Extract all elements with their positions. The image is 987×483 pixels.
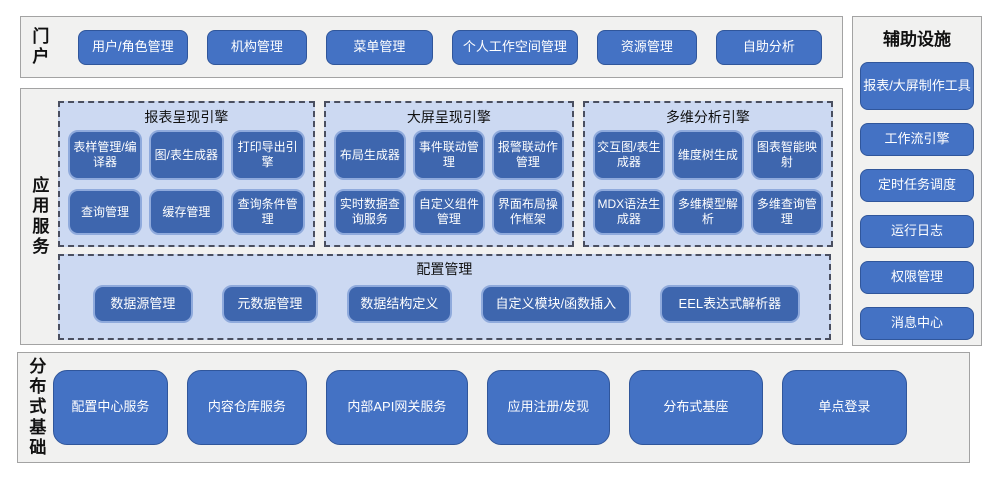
portal-button-self-service-analysis[interactable]: 自助分析	[715, 29, 822, 65]
config-mgmt-group: 配置管理 数据源管理 元数据管理 数据结构定义 自定义模块/函数插入 EEL表达…	[57, 254, 831, 340]
auxiliary-button-workflow-engine[interactable]: 工作流引擎	[860, 123, 974, 156]
auxiliary-button-scheduled-task-dispatch[interactable]: 定时任务调度	[860, 169, 974, 202]
portal-section-label: 门户	[32, 26, 50, 66]
portal-button-personal-workspace-mgmt[interactable]: 个人工作空间管理	[451, 29, 578, 65]
engine-groups-row: 报表呈现引擎 表样管理/编译器 图/表生成器 打印导出引擎 查询管理 缓存管理 …	[57, 101, 842, 247]
multidim-engine-button-chart-smart-mapping[interactable]: 图表智能映射	[750, 130, 823, 180]
foundation-button-distributed-base[interactable]: 分布式基座	[628, 370, 763, 445]
bigscreen-engine-button-custom-component-mgmt[interactable]: 自定义组件管理	[412, 189, 485, 235]
foundation-button-content-repository-service[interactable]: 内容仓库服务	[186, 370, 307, 445]
report-engine-grid: 表样管理/编译器 图/表生成器 打印导出引擎 查询管理 缓存管理 查询条件管理	[60, 130, 313, 235]
app-services-section: 应用服务 报表呈现引擎 表样管理/编译器 图/表生成器 打印导出引擎 查询管理 …	[20, 88, 843, 345]
report-engine-button-query-mgmt[interactable]: 查询管理	[67, 189, 143, 235]
config-button-custom-module-function-insert[interactable]: 自定义模块/函数插入	[480, 285, 631, 323]
report-engine-button-template-mgmt-compiler[interactable]: 表样管理/编译器	[67, 130, 143, 180]
report-engine-button-print-export-engine[interactable]: 打印导出引擎	[230, 130, 305, 180]
multidim-engine-title: 多维分析引擎	[665, 109, 750, 125]
auxiliary-button-message-center[interactable]: 消息中心	[860, 307, 974, 340]
auxiliary-button-permission-mgmt[interactable]: 权限管理	[860, 261, 974, 294]
report-engine-button-query-condition-mgmt[interactable]: 查询条件管理	[230, 189, 305, 235]
bigscreen-engine-button-ui-layout-framework[interactable]: 界面布局操作框架	[491, 189, 564, 235]
foundation-section-label: 分布式基础	[29, 357, 47, 457]
bigscreen-engine-button-layout-generator[interactable]: 布局生成器	[333, 130, 406, 180]
config-mgmt-row: 数据源管理 元数据管理 数据结构定义 自定义模块/函数插入 EEL表达式解析器	[92, 285, 829, 323]
app-services-content: 报表呈现引擎 表样管理/编译器 图/表生成器 打印导出引擎 查询管理 缓存管理 …	[50, 89, 842, 344]
multidim-engine-grid: 交互图/表生成器 维度树生成 图表智能映射 MDX语法生成器 多维模型解析 多维…	[585, 130, 831, 235]
config-mgmt-title: 配置管理	[416, 261, 473, 277]
bigscreen-engine-button-event-linkage-mgmt[interactable]: 事件联动管理	[412, 130, 485, 180]
config-button-datasource-mgmt[interactable]: 数据源管理	[92, 285, 193, 323]
report-engine-title: 报表呈现引擎	[144, 109, 229, 125]
bigscreen-engine-button-alarm-linkage-action-mgmt[interactable]: 报警联动作管理	[491, 130, 564, 180]
auxiliary-buttons-column: 报表/大屏制作工具 工作流引擎 定时任务调度 运行日志 权限管理 消息中心	[860, 62, 974, 340]
bigscreen-engine-group: 大屏呈现引擎 布局生成器 事件联动管理 报警联动作管理 实时数据查询服务 自定义…	[323, 101, 574, 247]
auxiliary-button-run-logs[interactable]: 运行日志	[860, 215, 974, 248]
portal-section: 门户 用户/角色管理 机构管理 菜单管理 个人工作空间管理 资源管理 自助分析	[20, 16, 843, 78]
multidim-engine-button-multidim-query-mgmt[interactable]: 多维查询管理	[750, 189, 823, 235]
bigscreen-engine-title: 大屏呈现引擎	[406, 109, 491, 125]
foundation-button-single-sign-on[interactable]: 单点登录	[781, 370, 907, 445]
report-engine-button-chart-table-generator[interactable]: 图/表生成器	[149, 130, 224, 180]
multidim-engine-button-mdx-syntax-generator[interactable]: MDX语法生成器	[592, 189, 665, 235]
foundation-buttons-row: 配置中心服务 内容仓库服务 内部API网关服务 应用注册/发现 分布式基座 单点…	[52, 370, 907, 445]
portal-button-menu-mgmt[interactable]: 菜单管理	[325, 29, 433, 65]
portal-button-user-role-mgmt[interactable]: 用户/角色管理	[77, 29, 188, 65]
report-engine-group: 报表呈现引擎 表样管理/编译器 图/表生成器 打印导出引擎 查询管理 缓存管理 …	[57, 101, 315, 247]
config-button-eel-expression-parser[interactable]: EEL表达式解析器	[659, 285, 800, 323]
foundation-button-app-register-discovery[interactable]: 应用注册/发现	[486, 370, 610, 445]
portal-buttons-row: 用户/角色管理 机构管理 菜单管理 个人工作空间管理 资源管理 自助分析	[77, 29, 822, 65]
config-button-metadata-mgmt[interactable]: 元数据管理	[221, 285, 318, 323]
multidim-engine-button-dimension-tree-generation[interactable]: 维度树生成	[671, 130, 744, 180]
bigscreen-engine-grid: 布局生成器 事件联动管理 报警联动作管理 实时数据查询服务 自定义组件管理 界面…	[326, 130, 572, 235]
portal-button-org-mgmt[interactable]: 机构管理	[206, 29, 307, 65]
multidim-engine-group: 多维分析引擎 交互图/表生成器 维度树生成 图表智能映射 MDX语法生成器 多维…	[582, 101, 833, 247]
multidim-engine-button-multidim-model-parsing[interactable]: 多维模型解析	[671, 189, 744, 235]
multidim-engine-button-interactive-chart-generator[interactable]: 交互图/表生成器	[592, 130, 665, 180]
foundation-section: 分布式基础 配置中心服务 内容仓库服务 内部API网关服务 应用注册/发现 分布…	[17, 352, 970, 463]
bigscreen-engine-button-realtime-data-query-service[interactable]: 实时数据查询服务	[333, 189, 406, 235]
foundation-button-config-center-service[interactable]: 配置中心服务	[52, 370, 168, 445]
app-services-section-label: 应用服务	[32, 176, 50, 256]
foundation-button-internal-api-gateway-service[interactable]: 内部API网关服务	[325, 370, 468, 445]
portal-button-resource-mgmt[interactable]: 资源管理	[596, 29, 697, 65]
auxiliary-button-report-bigscreen-authoring-tool[interactable]: 报表/大屏制作工具	[860, 62, 974, 110]
config-button-data-structure-definition[interactable]: 数据结构定义	[346, 285, 452, 323]
auxiliary-section-title: 辅助设施	[883, 30, 951, 49]
auxiliary-section: 辅助设施 报表/大屏制作工具 工作流引擎 定时任务调度 运行日志 权限管理 消息…	[852, 16, 982, 346]
report-engine-button-cache-mgmt[interactable]: 缓存管理	[149, 189, 224, 235]
